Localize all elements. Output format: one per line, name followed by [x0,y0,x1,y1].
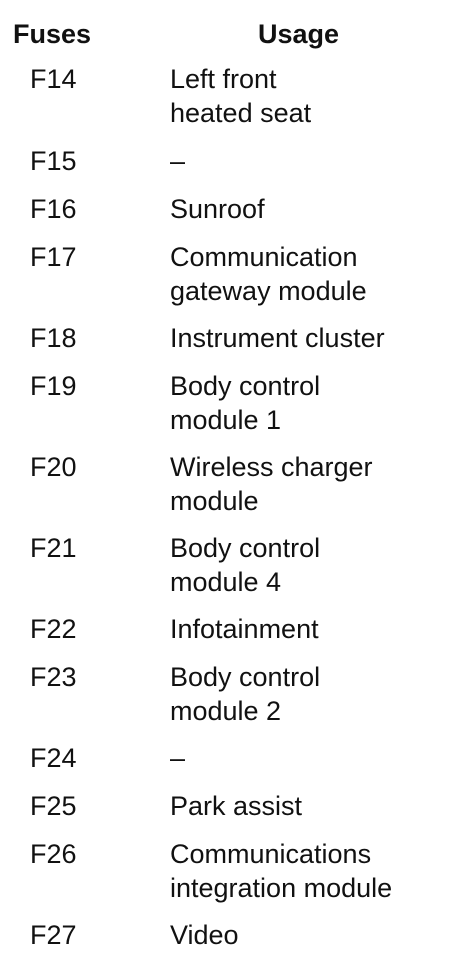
usage-description: – [170,144,450,178]
table-row: F27 Video [0,918,454,966]
usage-line: gateway module [170,276,367,306]
fuses-column-header: Fuses [13,19,92,49]
table-row: F19 Body control module 1 [0,369,454,450]
usage-line: module 4 [170,567,282,597]
table-row: F20 Wireless charger module [0,450,454,531]
fuse-id: F18 [30,323,77,353]
usage-line: Video [170,920,239,950]
fuse-id: F19 [30,371,77,401]
table-row: F21 Body control module 4 [0,531,454,612]
usage-line: Body control [170,662,321,692]
fuse-id: F26 [30,839,77,869]
usage-line: Communication [170,242,358,272]
usage-description: Instrument cluster [170,321,450,355]
table-row: F26 Communications integration module [0,837,454,918]
fuse-id: F27 [30,920,77,950]
usage-line: Body control [170,371,321,401]
table-row: F23 Body control module 2 [0,660,454,741]
usage-line: heated seat [170,98,312,128]
fuse-table: Fuses Usage F14 Left front heated seat F… [0,0,454,950]
usage-line: Wireless charger [170,452,373,482]
usage-description: Video [170,918,450,952]
fuse-id: F15 [30,146,77,176]
fuse-id: F22 [30,614,77,644]
usage-line: – [170,743,186,773]
fuse-id: F23 [30,662,77,692]
table-header: Fuses Usage [0,0,454,60]
usage-line: Park assist [170,791,303,821]
usage-description: Wireless charger module [170,450,450,518]
fuse-id: F17 [30,242,77,272]
usage-description: Communications integration module [170,837,450,905]
table-row: F14 Left front heated seat [0,62,454,144]
usage-description: Body control module 1 [170,369,450,437]
table-body: F14 Left front heated seat F15 – F16 Sun… [0,62,454,966]
usage-description: Infotainment [170,612,450,646]
usage-line: Body control [170,533,321,563]
usage-description: Communication gateway module [170,240,450,308]
fuse-id: F14 [30,64,77,94]
usage-line: module 2 [170,696,282,726]
fuse-id: F16 [30,194,77,224]
table-row: F24 – [0,741,454,789]
usage-line: integration module [170,873,393,903]
table-row: F22 Infotainment [0,612,454,660]
usage-line: Infotainment [170,614,319,644]
table-row: F17 Communication gateway module [0,240,454,321]
usage-line: module 1 [170,405,282,435]
fuse-id: F21 [30,533,77,563]
usage-line: Left front [170,64,277,94]
usage-description: – [170,741,450,775]
usage-line: Communications [170,839,372,869]
table-row: F18 Instrument cluster [0,321,454,369]
usage-line: module [170,486,259,516]
fuse-id: F25 [30,791,77,821]
fuse-id: F20 [30,452,77,482]
usage-line: Sunroof [170,194,265,224]
usage-description: Left front heated seat [170,62,450,130]
table-row: F25 Park assist [0,789,454,837]
usage-line: – [170,146,186,176]
usage-description: Body control module 2 [170,660,450,728]
usage-description: Park assist [170,789,450,823]
usage-description: Body control module 4 [170,531,450,599]
table-row: F15 – [0,144,454,192]
usage-column-header: Usage [258,19,340,49]
usage-description: Sunroof [170,192,450,226]
table-row: F16 Sunroof [0,192,454,240]
usage-line: Instrument cluster [170,323,385,353]
fuse-id: F24 [30,743,77,773]
